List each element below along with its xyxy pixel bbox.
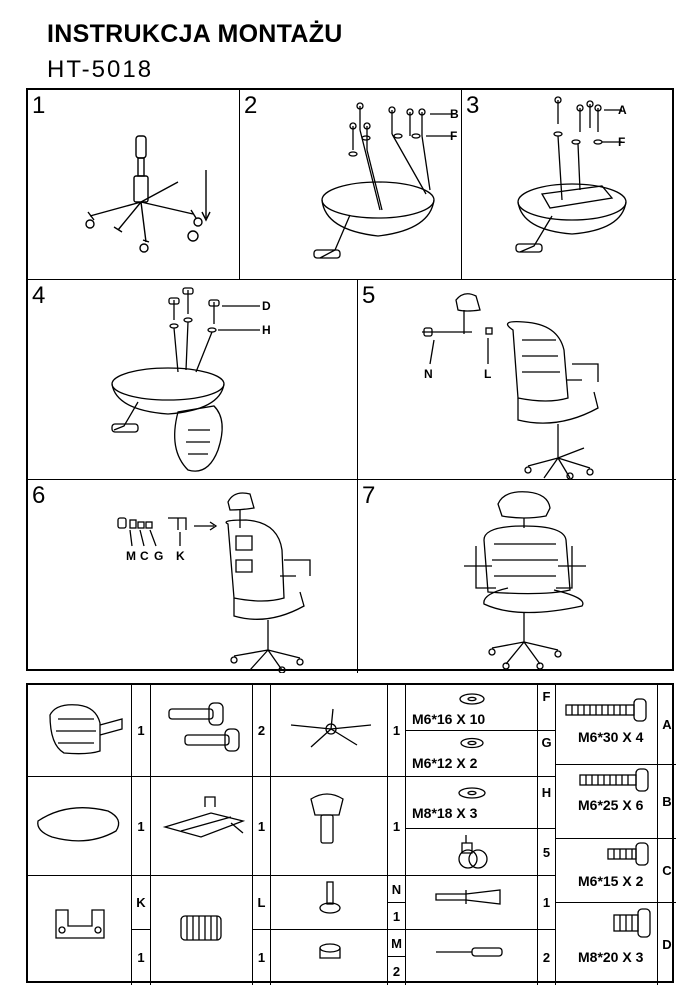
qty-seat: 1 bbox=[132, 777, 151, 876]
step-1: 1 bbox=[28, 90, 240, 280]
screw-d: M8*20 X 3 bbox=[556, 903, 658, 985]
label-b: B bbox=[450, 107, 459, 121]
label-f: F bbox=[450, 129, 457, 143]
qty-base: 1 bbox=[388, 685, 406, 777]
step-6-illustration: M C G K bbox=[117, 492, 311, 673]
part-armrests bbox=[151, 685, 253, 777]
label-l: L bbox=[484, 367, 491, 381]
part-castor bbox=[406, 829, 538, 876]
washer-g-spec: M6*12 X 2 bbox=[412, 755, 478, 771]
parts-list-table: 1 2 1 1 1 1 K 1 bbox=[26, 683, 676, 985]
step-1-illustration bbox=[85, 135, 211, 253]
qty-l: 1 bbox=[253, 930, 271, 985]
label-a: A bbox=[618, 103, 627, 117]
screw-b: M6*25 X 6 bbox=[556, 765, 658, 839]
letter-h: H bbox=[538, 777, 556, 829]
step-2-illustration: B F bbox=[313, 102, 459, 259]
screw-c: M6*15 X 2 bbox=[556, 839, 658, 903]
step-number: 6 bbox=[32, 482, 46, 509]
letter-n: N bbox=[388, 876, 406, 903]
part-k-bracket bbox=[28, 876, 132, 985]
qty-backrest: 1 bbox=[132, 685, 151, 777]
label-c: C bbox=[140, 549, 149, 563]
label-h: H bbox=[262, 323, 271, 337]
screw-a: M6*30 X 4 bbox=[556, 685, 658, 765]
assembly-steps-grid: 1 B F 2 bbox=[26, 88, 676, 673]
qty-castor: 5 bbox=[538, 829, 556, 876]
label-m: M bbox=[126, 549, 136, 563]
qty-armrests: 2 bbox=[253, 685, 271, 777]
step-6: M C G K 6 bbox=[28, 480, 358, 673]
part-backrest bbox=[28, 685, 132, 777]
step-number: 4 bbox=[32, 282, 46, 309]
part-seat bbox=[28, 777, 132, 876]
label-d: D bbox=[262, 299, 271, 313]
washer-f: M6*16 X 10 bbox=[406, 685, 538, 731]
qty-n: 1 bbox=[388, 903, 406, 930]
step-5: N L 5 bbox=[358, 280, 676, 480]
step-number: 7 bbox=[362, 482, 376, 509]
letter-k: K bbox=[132, 876, 151, 930]
step-2: B F 2 bbox=[240, 90, 462, 280]
step-number: 1 bbox=[32, 92, 46, 119]
letter-f: F bbox=[538, 685, 556, 731]
part-n-knob bbox=[271, 876, 388, 930]
label-f: F bbox=[618, 135, 625, 149]
label-k: K bbox=[176, 549, 185, 563]
step-number: 5 bbox=[362, 282, 376, 309]
step-3-illustration: A F bbox=[515, 96, 627, 253]
step-7-illustration bbox=[464, 491, 586, 670]
screw-c-spec: M6*15 X 2 bbox=[578, 873, 644, 889]
part-gaslift bbox=[406, 876, 538, 930]
qty-gaslift: 1 bbox=[538, 876, 556, 930]
qty-k: 1 bbox=[132, 930, 151, 985]
qty-mechanism: 1 bbox=[253, 777, 271, 876]
part-l-spring bbox=[151, 876, 253, 985]
letter-m: M bbox=[388, 930, 406, 957]
model-number: HT-5018 bbox=[47, 56, 154, 83]
label-g: G bbox=[154, 549, 163, 563]
letter-c: C bbox=[658, 839, 676, 903]
part-hex-key bbox=[406, 930, 538, 985]
washer-f-spec: M6*16 X 10 bbox=[412, 711, 486, 727]
qty-hex-key: 2 bbox=[538, 930, 556, 985]
step-3: A F 3 bbox=[462, 90, 676, 280]
step-number: 3 bbox=[466, 92, 480, 119]
part-m-cap bbox=[271, 930, 388, 985]
step-number: 2 bbox=[244, 92, 258, 119]
part-base bbox=[271, 685, 388, 777]
screw-a-spec: M6*30 X 4 bbox=[578, 729, 644, 745]
page-title: INSTRUKCJA MONTAŻU bbox=[47, 20, 343, 48]
screw-d-spec: M8*20 X 3 bbox=[578, 949, 644, 965]
qty-m: 2 bbox=[388, 957, 406, 985]
label-n: N bbox=[424, 367, 433, 381]
washer-h-spec: M8*18 X 3 bbox=[412, 805, 478, 821]
step-5-illustration: N L bbox=[422, 293, 599, 480]
qty-headrest-bracket: 1 bbox=[388, 777, 406, 876]
letter-d: D bbox=[662, 936, 672, 952]
washer-g: M6*12 X 2 bbox=[406, 731, 538, 777]
part-mechanism bbox=[151, 777, 253, 876]
washer-h: M8*18 X 3 bbox=[406, 777, 538, 829]
part-headrest-bracket bbox=[271, 777, 388, 876]
screw-b-spec: M6*25 X 6 bbox=[578, 797, 644, 813]
letter-g: G bbox=[538, 731, 556, 777]
step-7: 7 bbox=[358, 480, 676, 673]
step-4: D H 4 bbox=[28, 280, 358, 480]
letter-l: L bbox=[253, 876, 271, 930]
letter-a: A bbox=[658, 685, 676, 765]
step-4-illustration: D H bbox=[111, 287, 271, 472]
letter-b: B bbox=[658, 765, 676, 839]
